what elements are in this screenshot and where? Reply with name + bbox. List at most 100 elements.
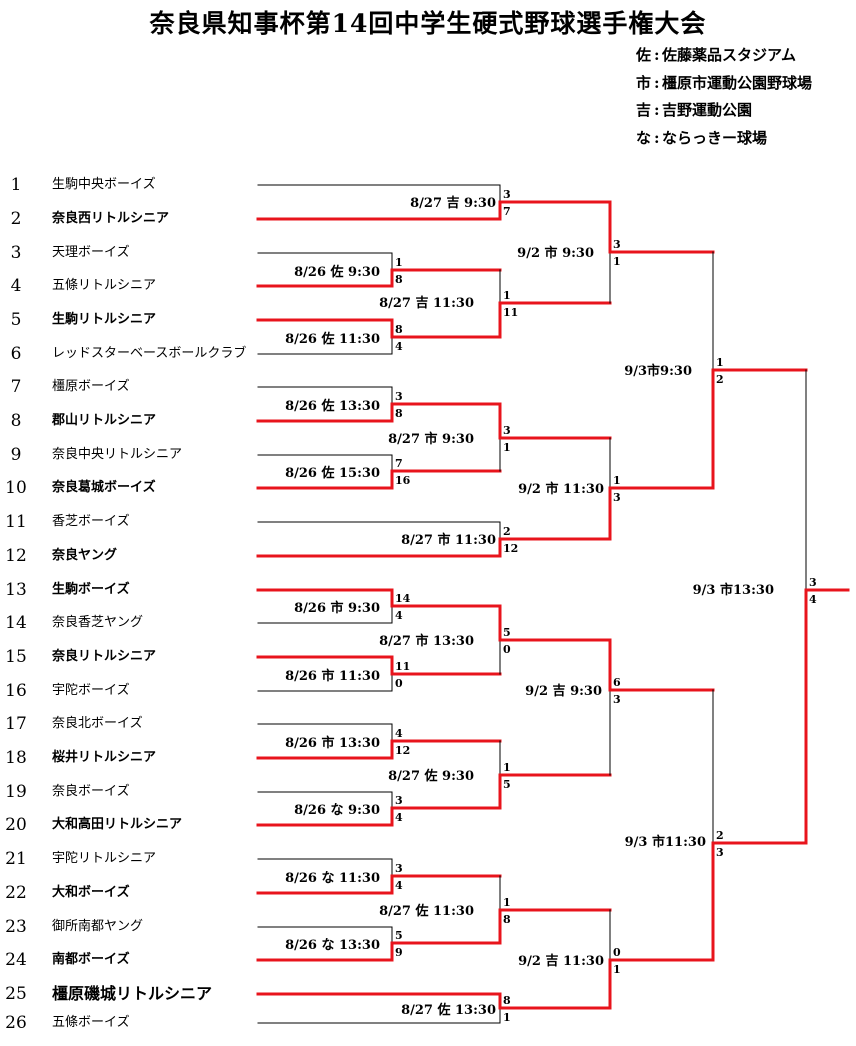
team-seed-number: 23 (5, 917, 27, 937)
legend-row: 吉:吉野運動公園 (636, 97, 812, 125)
team-name: 大和ボーイズ (52, 885, 130, 900)
score-label: 11 (395, 660, 410, 673)
legend-venue: 吉野運動公園 (662, 101, 753, 119)
match-label: 9/3 市11:30 (625, 834, 706, 850)
score-label: 14 (395, 592, 411, 605)
team-name: 生駒ボーイズ (52, 582, 130, 597)
score-label: 6 (613, 676, 621, 689)
team-seed-number: 5 (10, 310, 22, 330)
score-label: 16 (395, 474, 411, 487)
team-name: レッドスターベースボールクラブ (52, 346, 247, 361)
match-label: 8/26 市 11:30 (285, 668, 380, 684)
team-seed-number: 3 (10, 243, 22, 263)
team-name: 生駒中央ボーイズ (52, 177, 156, 192)
score-label: 8 (395, 407, 403, 420)
legend-colon: : (654, 128, 660, 147)
legend-row: な:ならっきー球場 (636, 125, 812, 153)
score-label: 12 (395, 744, 410, 757)
score-label: 0 (503, 643, 511, 656)
score-label: 8 (395, 273, 403, 286)
team-name: 橿原ボーイズ (52, 379, 130, 394)
team-seed-number: 11 (5, 512, 27, 532)
match-label: 9/3市9:30 (624, 363, 692, 379)
legend-abbr: 佐 (636, 46, 652, 64)
team-seed-number: 24 (5, 950, 27, 970)
team-name: 宇陀リトルシニア (52, 851, 157, 866)
score-label: 3 (716, 846, 724, 859)
score-label: 3 (395, 390, 403, 403)
team-seed-number: 26 (5, 1013, 27, 1033)
legend-venue: ならっきー球場 (662, 128, 768, 147)
team-name: 天理ボーイズ (52, 245, 130, 260)
score-label: 1 (503, 289, 511, 302)
team-seed-number: 8 (10, 411, 22, 431)
score-label: 12 (503, 542, 518, 555)
legend-row: 市:橿原市運動公園野球場 (636, 70, 812, 98)
match-label: 8/26 な 11:30 (285, 871, 380, 886)
score-label: 1 (613, 474, 621, 487)
score-label: 1 (613, 963, 621, 976)
team-seed-number: 18 (5, 748, 27, 768)
score-label: 3 (395, 794, 403, 807)
legend-abbr: な (636, 128, 652, 147)
team-name: 大和高田リトルシニア (52, 817, 183, 832)
score-label: 3 (613, 491, 621, 504)
match-label: 8/26 な 13:30 (285, 938, 380, 953)
score-label: 5 (395, 929, 403, 942)
team-name: 香芝ボーイズ (52, 514, 130, 529)
score-label: 7 (395, 457, 403, 470)
match-label: 9/2 吉 9:30 (525, 684, 602, 699)
match-label: 8/26 佐 13:30 (285, 398, 380, 414)
match-label: 9/2 市 11:30 (518, 481, 604, 497)
legend-abbr: 市 (636, 73, 652, 92)
team-name: 奈良北ボーイズ (52, 716, 143, 731)
score-label: 3 (613, 238, 621, 251)
score-label: 5 (503, 778, 511, 791)
score-label: 3 (503, 424, 511, 437)
team-seed-number: 25 (5, 984, 27, 1004)
team-name: 奈良ボーイズ (52, 784, 130, 799)
score-label: 2 (716, 373, 724, 386)
team-seed-number: 9 (10, 445, 22, 465)
team-name: 奈良香芝ヤング (52, 615, 144, 630)
match-label: 9/2 吉 11:30 (518, 954, 604, 969)
score-label: 11 (503, 306, 518, 319)
score-label: 4 (395, 811, 403, 824)
legend-venue: 佐藤薬品スタジアム (662, 46, 796, 64)
score-label: 3 (503, 188, 511, 201)
team-seed-number: 6 (10, 344, 22, 364)
legend-colon: : (654, 101, 660, 119)
team-name: 奈良西リトルシニア (52, 211, 170, 226)
team-seed-number: 1 (10, 175, 22, 195)
match-label: 8/26 な 9:30 (294, 803, 380, 818)
team-seed-number: 14 (5, 613, 27, 633)
team-name: 御所南都ヤング (52, 919, 144, 934)
score-label: 5 (503, 626, 511, 639)
team-name: 五條ボーイズ (52, 1015, 130, 1030)
team-name: 奈良リトルシニア (52, 649, 157, 664)
score-label: 1 (503, 441, 511, 454)
team-seed-number: 19 (5, 782, 27, 802)
team-name: 奈良中央リトルシニア (52, 447, 183, 462)
score-label: 9 (395, 946, 403, 959)
team-seed-number: 17 (5, 714, 27, 734)
match-label: 8/27 佐 11:30 (379, 903, 474, 919)
score-label: 3 (613, 693, 621, 706)
score-label: 1 (503, 1011, 511, 1024)
team-seed-number: 13 (5, 580, 27, 600)
score-label: 0 (395, 677, 403, 690)
score-label: 8 (503, 913, 511, 926)
score-label: 1 (503, 896, 511, 909)
team-seed-number: 20 (5, 815, 27, 835)
team-name: 五條リトルシニア (52, 278, 157, 293)
match-label: 8/26 佐 11:30 (285, 331, 380, 347)
team-seed-number: 10 (5, 478, 27, 498)
team-name: 桜井リトルシニア (52, 750, 157, 765)
score-label: 1 (503, 761, 511, 774)
team-name: 郡山リトルシニア (52, 413, 157, 428)
score-label: 2 (716, 829, 724, 842)
score-label: 1 (613, 255, 621, 268)
score-label: 1 (395, 256, 403, 269)
